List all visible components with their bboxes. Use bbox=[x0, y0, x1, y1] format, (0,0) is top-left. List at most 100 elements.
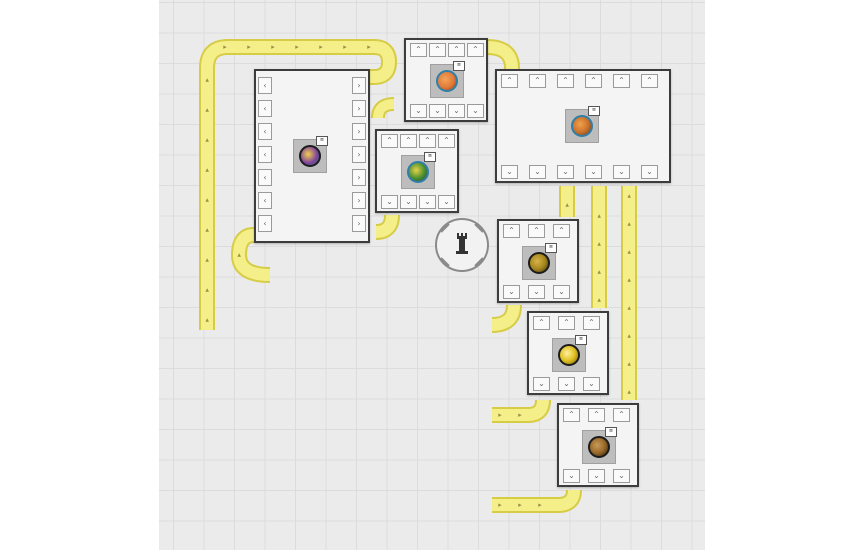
machine-slot: ⌄ bbox=[585, 165, 602, 179]
belt-arrow-icon: ▸ bbox=[538, 501, 542, 509]
machine-slot: ⌃ bbox=[448, 43, 465, 57]
machine-slot: ⌄ bbox=[583, 377, 600, 391]
chevron-up-icon: ⌃ bbox=[593, 410, 600, 419]
machine-slot: ⌄ bbox=[448, 104, 465, 118]
machine-slot: ⌃ bbox=[529, 74, 546, 88]
chevron-down-icon: ⌄ bbox=[415, 106, 422, 115]
belt-arrow-icon: ▸ bbox=[625, 334, 633, 338]
chevron-down-icon: ⌄ bbox=[590, 167, 597, 176]
chevron-down-icon: ⌄ bbox=[508, 287, 515, 296]
hub-frame bbox=[440, 223, 484, 267]
machine-right-large[interactable]: ≡ ⌃⌃⌃⌃⌃⌃⌄⌄⌄⌄⌄⌄ bbox=[495, 69, 671, 183]
machine-tag-icon: ≡ bbox=[588, 106, 600, 116]
belt-arrow-icon: ▸ bbox=[203, 168, 211, 172]
chevron-left-icon: ‹ bbox=[263, 80, 267, 90]
chevron-up-icon: ⌃ bbox=[386, 136, 393, 145]
machine-tag-icon: ≡ bbox=[316, 136, 328, 146]
machine-slot: ⌄ bbox=[558, 377, 575, 391]
chevron-down-icon: ⌄ bbox=[453, 106, 460, 115]
machine-slot: ⌄ bbox=[529, 165, 546, 179]
chevron-down-icon: ⌄ bbox=[558, 287, 565, 296]
chevron-right-icon: › bbox=[357, 126, 361, 136]
machine-slot: ⌃ bbox=[528, 224, 545, 238]
chevron-up-icon: ⌃ bbox=[646, 76, 653, 85]
chevron-up-icon: ⌃ bbox=[590, 76, 597, 85]
machine-tag-icon: ≡ bbox=[605, 427, 617, 437]
chevron-down-icon: ⌄ bbox=[506, 167, 513, 176]
chevron-down-icon: ⌄ bbox=[386, 197, 393, 206]
chevron-up-icon: ⌃ bbox=[618, 410, 625, 419]
chevron-up-icon: ⌃ bbox=[588, 318, 595, 327]
copper-ore-icon bbox=[588, 436, 610, 458]
belt-arrow-icon: ▸ bbox=[203, 78, 211, 82]
chevron-up-icon: ⌃ bbox=[538, 318, 545, 327]
green-gem-icon bbox=[407, 161, 429, 183]
machine-slot: › bbox=[352, 215, 366, 232]
belt-arrow-icon: ▸ bbox=[203, 288, 211, 292]
machine-slot: ⌃ bbox=[400, 134, 417, 148]
machine-stack-2[interactable]: ≡ ⌃⌃⌃⌄⌄⌄ bbox=[527, 311, 609, 395]
chevron-left-icon: ‹ bbox=[263, 218, 267, 228]
machine-top-small[interactable]: ≡ ⌃⌃⌃⌃⌄⌄⌄⌄ bbox=[404, 38, 488, 122]
belt-arrow-icon: ▸ bbox=[343, 43, 347, 51]
machine-slot: ⌄ bbox=[641, 165, 658, 179]
chevron-right-icon: › bbox=[357, 103, 361, 113]
belt-arrow-icon: ▸ bbox=[203, 228, 211, 232]
belt-arrow-icon: ▸ bbox=[203, 138, 211, 142]
machine-slot: › bbox=[352, 146, 366, 163]
belt-arrow-icon: ▸ bbox=[203, 108, 211, 112]
chevron-down-icon: ⌄ bbox=[443, 197, 450, 206]
machine-core: ≡ bbox=[430, 61, 465, 98]
machine-core: ≡ bbox=[582, 427, 617, 464]
machine-slot: ⌄ bbox=[528, 285, 545, 299]
machine-slot: ⌄ bbox=[553, 285, 570, 299]
belt-arrow-icon: ▸ bbox=[595, 270, 603, 274]
belt-arrow-icon: ▸ bbox=[271, 43, 275, 51]
chevron-down-icon: ⌄ bbox=[618, 471, 625, 480]
chevron-down-icon: ⌄ bbox=[593, 471, 600, 480]
machine-slot: ⌃ bbox=[419, 134, 436, 148]
machine-stack-3[interactable]: ≡ ⌃⌃⌃⌄⌄⌄ bbox=[557, 403, 639, 487]
machine-tag-icon: ≡ bbox=[545, 243, 557, 253]
machine-slot: ⌄ bbox=[438, 195, 455, 209]
chevron-down-icon: ⌄ bbox=[568, 471, 575, 480]
chevron-down-icon: ⌄ bbox=[534, 167, 541, 176]
machine-core: ≡ bbox=[293, 136, 328, 173]
machine-left-large[interactable]: ≡ ‹‹‹‹‹‹‹››››››› bbox=[254, 69, 370, 243]
belt-arrow-icon: ▸ bbox=[235, 253, 243, 257]
belt-arrow-icon: ▸ bbox=[203, 198, 211, 202]
machine-slot: ⌃ bbox=[613, 74, 630, 88]
machine-slot: ⌃ bbox=[583, 316, 600, 330]
machine-slot: ‹ bbox=[258, 100, 272, 117]
machine-slot: ‹ bbox=[258, 77, 272, 94]
belt-arrow-icon: ▸ bbox=[295, 43, 299, 51]
belt-arrow-icon: ▸ bbox=[625, 306, 633, 310]
belt-arrow-icon: ▸ bbox=[625, 194, 633, 198]
chevron-right-icon: › bbox=[357, 172, 361, 182]
machine-core: ≡ bbox=[522, 243, 557, 280]
chevron-down-icon: ⌄ bbox=[563, 379, 570, 388]
belt-arrow-icon: ▸ bbox=[625, 278, 633, 282]
machine-slot: ⌄ bbox=[503, 285, 520, 299]
machine-slot: ⌃ bbox=[557, 74, 574, 88]
belt-arrow-icon: ▸ bbox=[498, 501, 502, 509]
chevron-down-icon: ⌄ bbox=[533, 287, 540, 296]
machine-slot: ⌃ bbox=[553, 224, 570, 238]
machine-slot: ⌃ bbox=[613, 408, 630, 422]
machine-stack-1[interactable]: ≡ ⌃⌃⌃⌄⌄⌄ bbox=[497, 219, 579, 303]
chevron-up-icon: ⌃ bbox=[405, 136, 412, 145]
rainbow-crystal-icon bbox=[299, 145, 321, 167]
chevron-down-icon: ⌄ bbox=[424, 197, 431, 206]
machine-slot: ⌄ bbox=[410, 104, 427, 118]
machine-tag-icon: ≡ bbox=[575, 335, 587, 345]
belt-arrow-icon: ▸ bbox=[595, 242, 603, 246]
chevron-up-icon: ⌃ bbox=[434, 45, 441, 54]
machine-slot: ⌃ bbox=[533, 316, 550, 330]
chevron-left-icon: ‹ bbox=[263, 103, 267, 113]
machine-slot: ⌃ bbox=[501, 74, 518, 88]
chevron-down-icon: ⌄ bbox=[646, 167, 653, 176]
machine-slot: ⌄ bbox=[563, 469, 580, 483]
central-hub[interactable] bbox=[435, 218, 489, 272]
machine-middle-small[interactable]: ≡ ⌃⌃⌃⌃⌄⌄⌄⌄ bbox=[375, 129, 459, 213]
chevron-up-icon: ⌃ bbox=[534, 76, 541, 85]
